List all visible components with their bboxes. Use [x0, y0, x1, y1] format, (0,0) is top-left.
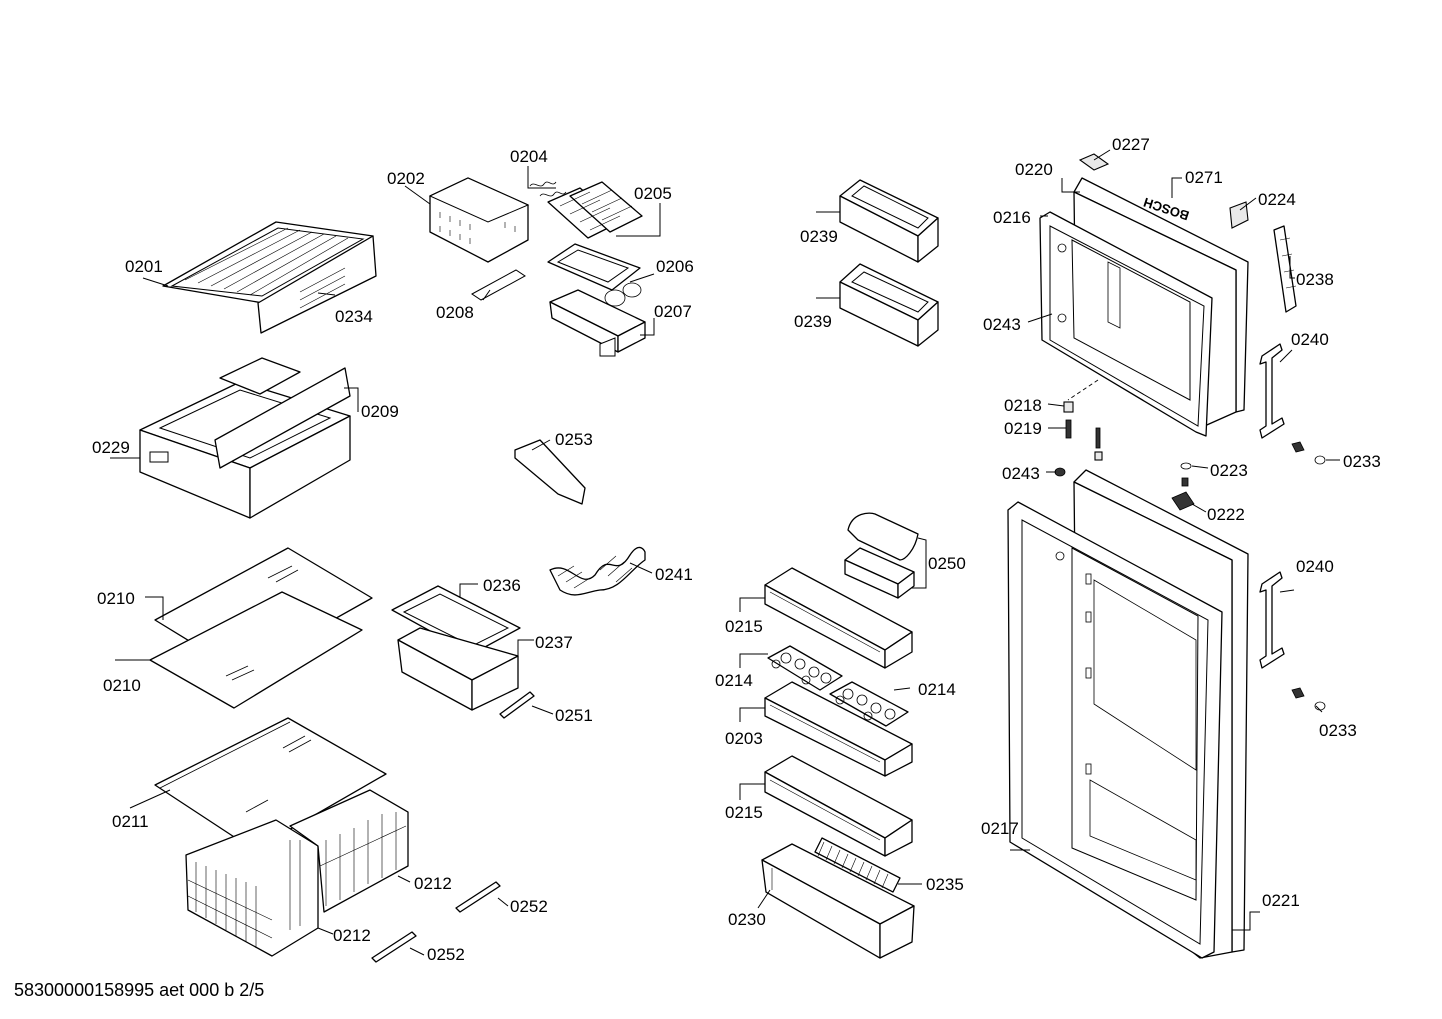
- ice-tray-holder-part: [428, 177, 530, 263]
- callout-labels: 0201 0234 0202 0208 0204 0205 0206 0207 …: [92, 135, 1381, 964]
- freezer-door-bin-lower-part: [839, 263, 939, 347]
- door-shelf-upper-part: [764, 567, 913, 669]
- callout-0271: 0271: [1185, 168, 1223, 187]
- crisper-box-right-part: [289, 789, 409, 913]
- callout-0250: 0250: [928, 554, 966, 573]
- freezer-drawer-part: [139, 357, 351, 519]
- callout-0240-lower: 0240: [1296, 557, 1334, 576]
- callout-0211: 0211: [112, 812, 149, 831]
- assembly-guide-line: [1067, 379, 1099, 401]
- callout-0215-lower: 0215: [725, 803, 763, 822]
- callout-0252-lower: 0252: [427, 945, 465, 964]
- callout-0234: 0234: [335, 307, 373, 326]
- callout-0239-lower: 0239: [794, 312, 832, 331]
- ice-drawer-frame-part: [547, 243, 642, 307]
- callout-0233-lower: 0233: [1319, 721, 1357, 740]
- callout-0215-upper: 0215: [725, 617, 763, 636]
- butter-compartment-part: [844, 512, 919, 599]
- hinge-bushing-part: [1063, 401, 1074, 413]
- callout-0229: 0229: [92, 438, 130, 457]
- callout-0201: 0201: [125, 257, 163, 276]
- glass-shelf-lower-part: [149, 591, 363, 709]
- ice-cube-trays-part: [547, 181, 643, 239]
- callout-0236: 0236: [483, 576, 521, 595]
- hinge-cover-part: [1273, 225, 1297, 313]
- callout-0235: 0235: [926, 875, 964, 894]
- drawer-rail-part: [499, 691, 535, 719]
- callout-0210-lower: 0210: [103, 676, 141, 695]
- callout-0209: 0209: [361, 402, 399, 421]
- fridge-door-gasket-part: [1007, 501, 1223, 959]
- freezer-door-handle-part: [1259, 343, 1285, 439]
- bottle-shelf-part: [761, 843, 915, 959]
- callout-0218: 0218: [1004, 396, 1042, 415]
- hinge-washer-part: [1180, 462, 1192, 487]
- handle-screw-upper-part: [1291, 441, 1326, 465]
- callout-0206: 0206: [656, 257, 694, 276]
- chiller-drawer-part: [397, 627, 519, 711]
- middle-hinge-part: [1171, 491, 1195, 511]
- callout-0212-right: 0212: [414, 874, 452, 893]
- callout-0212-left: 0212: [333, 926, 371, 945]
- callout-0214-right: 0214: [918, 680, 956, 699]
- egg-tray-left-part: [767, 645, 843, 691]
- callout-0207: 0207: [654, 302, 692, 321]
- ice-label-strip-part: [471, 269, 526, 301]
- callout-0220: 0220: [1015, 160, 1053, 179]
- callout-0240-upper: 0240: [1291, 330, 1329, 349]
- callout-0224: 0224: [1258, 190, 1296, 209]
- callout-0204: 0204: [510, 147, 548, 166]
- callout-0216: 0216: [993, 208, 1031, 227]
- callout-0230: 0230: [728, 910, 766, 929]
- callout-0253: 0253: [555, 430, 593, 449]
- callout-0205: 0205: [634, 184, 672, 203]
- callout-0243-upper: 0243: [983, 315, 1021, 334]
- shelf-front-cover-part: [257, 235, 377, 334]
- fridge-door-handle-part: [1259, 571, 1285, 669]
- callout-0210-upper: 0210: [97, 589, 135, 608]
- crisper-glass-cover-part: [154, 717, 387, 851]
- bottle-rack-part: [549, 546, 646, 596]
- callout-0208: 0208: [436, 303, 474, 322]
- door-shelf-middle-part: [764, 681, 913, 777]
- callout-0214-left: 0214: [715, 671, 753, 690]
- document-code: 58300000158995 aet 000 b 2/5: [14, 980, 265, 1000]
- callout-0243-lower: 0243: [1002, 464, 1040, 483]
- callout-0227: 0227: [1112, 135, 1150, 154]
- leader-lines: [110, 149, 1340, 956]
- callout-0222: 0222: [1207, 505, 1245, 524]
- callout-0241: 0241: [655, 565, 693, 584]
- callout-0233-upper: 0233: [1343, 452, 1381, 471]
- freezer-door-gasket-part: [1039, 211, 1213, 437]
- callout-0203: 0203: [725, 729, 763, 748]
- callout-0251: 0251: [555, 706, 593, 725]
- freezer-door-bin-upper-part: [839, 179, 939, 263]
- crisper-rail-upper-part: [455, 881, 501, 913]
- callout-0217: 0217: [981, 819, 1019, 838]
- crisper-rail-lower-part: [371, 931, 417, 963]
- hinge-cover-cap-part: [1229, 201, 1249, 229]
- callout-0219: 0219: [1004, 419, 1042, 438]
- callout-0223: 0223: [1210, 461, 1248, 480]
- hinge-pin-part: [1065, 419, 1103, 461]
- door-top-cap-part: [1078, 153, 1110, 171]
- crisper-box-left-part: [185, 819, 319, 957]
- callout-0237: 0237: [535, 633, 573, 652]
- spring-clips-part: [529, 181, 567, 197]
- callout-0221: 0221: [1262, 891, 1300, 910]
- handle-screw-lower-part: [1291, 687, 1326, 711]
- callout-0239-upper: 0239: [800, 227, 838, 246]
- callout-0202: 0202: [387, 169, 425, 188]
- ice-bin-part: [549, 289, 646, 357]
- door-shelf-lower-part: [764, 755, 913, 857]
- callout-0238: 0238: [1296, 270, 1334, 289]
- wire-shelf-part: [162, 221, 374, 304]
- callout-0252-upper: 0252: [510, 897, 548, 916]
- cover-panel-part: [514, 439, 586, 505]
- bottle-retainer-part: [814, 837, 901, 893]
- door-stop-bushing-part: [1054, 467, 1066, 477]
- egg-tray-right-part: [829, 681, 909, 727]
